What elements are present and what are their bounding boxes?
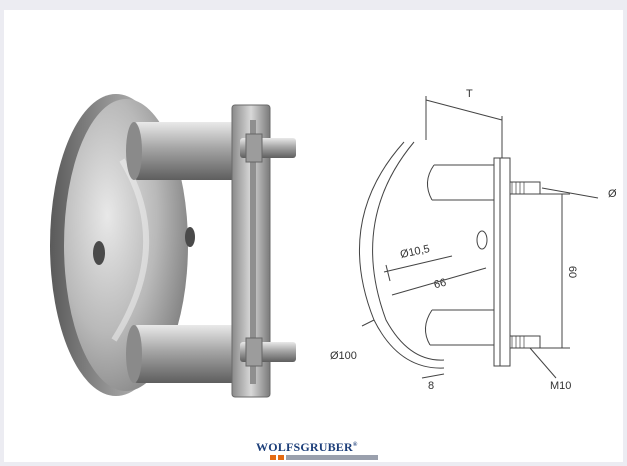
dim-plate-spacing: 60 bbox=[566, 265, 579, 279]
technical-drawing bbox=[359, 96, 599, 379]
dim-t: T bbox=[466, 88, 473, 100]
brand-bar bbox=[286, 455, 378, 460]
dim-disc: Ø100 bbox=[330, 350, 357, 362]
screw-hole-left bbox=[93, 241, 105, 265]
dim-thread: M10 bbox=[550, 380, 572, 392]
product-photo bbox=[50, 94, 296, 398]
dim-diameter: Ø bbox=[608, 188, 617, 200]
brand-logo: WOLFSGRUBER® bbox=[256, 440, 386, 464]
screw-hole-right bbox=[185, 227, 195, 247]
upper-rod bbox=[132, 122, 244, 180]
image-frame: T Ø Ø10,5 66 60 Ø100 8 M10 WOLFSGRUBER® bbox=[4, 10, 623, 462]
brand-name: WOLFSGRUBER® bbox=[256, 440, 358, 454]
brand-mark-square bbox=[270, 455, 276, 460]
dim-thickness: 8 bbox=[428, 380, 435, 392]
lower-rod bbox=[132, 325, 244, 383]
brand-mark-square bbox=[278, 455, 284, 460]
lower-nut bbox=[245, 337, 263, 367]
upper-nut bbox=[245, 133, 263, 163]
